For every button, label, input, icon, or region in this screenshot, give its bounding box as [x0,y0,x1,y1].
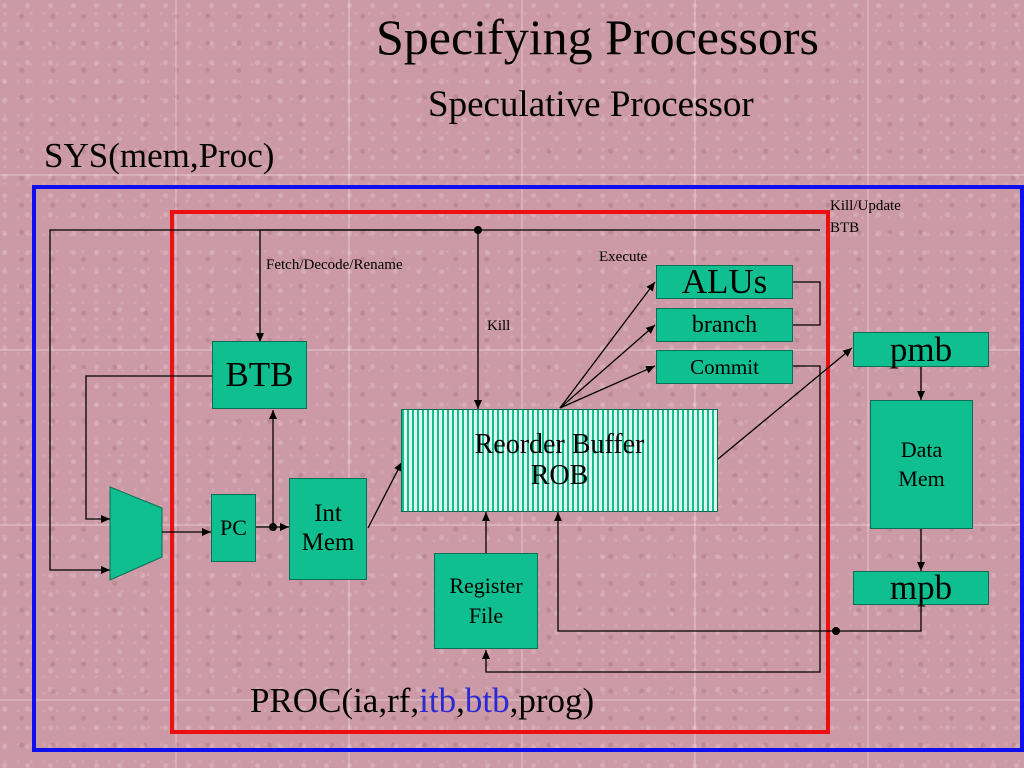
mpb-to-rob [554,512,922,632]
data-mem-line1: Data [900,436,943,462]
fetch-decode-rename-label: Fetch/Decode/Rename [266,257,403,273]
proc-label-comma: , [456,681,465,720]
register-file-line1: Register [449,573,523,599]
kill-label: Kill [487,318,511,334]
junction-dot [474,226,482,234]
rob-line2: ROB [530,459,589,491]
branch-label: branch [691,311,758,338]
btb-to-mux [85,375,213,523]
int-mem-line1: Int [314,500,342,528]
commit-to-regfile [482,365,821,673]
data-mem-line2: Mem [898,465,945,491]
mpb-block: mpb [853,568,989,607]
register-file-block: Register File [434,553,538,649]
junction-dot [269,523,277,531]
execute-label: Execute [599,249,648,265]
int-mem-line2: Mem [301,529,355,556]
proc-label-part1: PROC(ia,rf, [250,681,420,720]
pmb-label: pmb [889,329,953,369]
rob-to-pmb [717,347,853,460]
intmem-to-rob [367,461,403,529]
kill-update-label-line2: BTB [830,220,860,236]
proc-boundary [170,210,830,734]
pmb-block: pmb [853,329,989,369]
sys-label: SYS(mem,Proc) [44,136,275,175]
btb-block: BTB [212,341,307,409]
kill-update-label-line1: Kill/Update [830,198,901,214]
int-mem-block: Int Mem [289,478,367,580]
rob-line1: Reorder Buffer [474,428,645,460]
slide-title: Specifying Processors [376,9,819,65]
junction-dot [832,627,840,635]
btb-label: BTB [225,355,294,394]
slide-subtitle: Speculative Processor [428,84,754,125]
alus-block: ALUs [656,262,793,301]
pc-label: PC [220,515,247,540]
alus-label: ALUs [681,262,768,301]
mpb-label: mpb [889,568,953,607]
sys-boundary [32,185,1024,752]
proc-label-part2: ,prog) [509,681,595,720]
mux-shape [109,486,163,581]
rob-to-alus [559,281,656,409]
branch-block: branch [656,308,793,342]
register-file-line2: File [468,603,504,628]
reorder-buffer-block: Reorder Buffer ROB [401,409,718,512]
commit-block: Commit [656,350,793,384]
proc-label: PROC(ia,rf,itb,btb,prog) [250,683,594,718]
rob-to-branch [559,324,656,409]
kill-update-loop [793,281,821,326]
top-to-btb [256,229,478,342]
proc-label-btb: btb [464,681,510,720]
rob-to-commit [559,365,656,409]
proc-label-itb: itb [419,681,457,720]
data-mem-block: Data Mem [870,400,973,529]
commit-label: Commit [690,354,759,379]
pc-block: PC [211,494,256,562]
